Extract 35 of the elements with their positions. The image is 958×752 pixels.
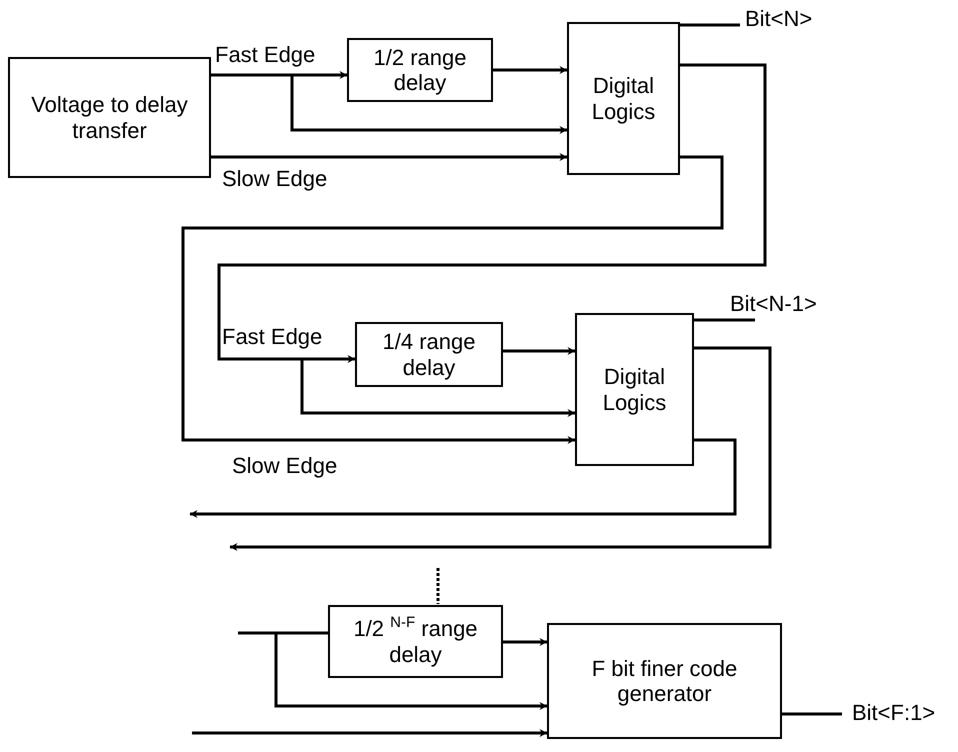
arrow [182, 156, 724, 444]
arrow [192, 728, 548, 737]
edge-label: Slow Edge [222, 168, 328, 190]
edge-label: Bit<N> [745, 8, 812, 30]
edge-label: Fast Edge [215, 44, 316, 66]
block-box [328, 605, 503, 678]
arrow [238, 632, 548, 710]
block-box [8, 57, 211, 178]
block-box [547, 623, 782, 739]
arrow [211, 74, 568, 134]
block-label: F bit finer code generator [590, 656, 738, 706]
block-label: 1/2 range delay [372, 44, 468, 96]
arrow [211, 152, 568, 161]
arrow [493, 66, 568, 74]
connector-line [694, 318, 755, 322]
block-box [575, 313, 694, 466]
block-box [567, 22, 680, 175]
edge-label: Slow Edge [232, 455, 338, 477]
connector-line [782, 712, 842, 716]
block-label: Digital Logics [602, 364, 668, 415]
connector-line [680, 24, 740, 26]
arrow [230, 346, 772, 552]
edge-label: Bit<F:1> [852, 702, 936, 724]
edge-label: Fast Edge [222, 326, 322, 348]
block-box [347, 38, 493, 102]
edge-label: Bit<N-1> [730, 293, 817, 315]
block-label: 1/2 $^{N-F}$ range delay [352, 616, 479, 667]
block-label: Voltage to delay transfer [30, 92, 189, 143]
arrow [190, 438, 736, 518]
arrow [503, 346, 576, 355]
block-label: 1/4 range delay [382, 329, 476, 380]
arrow [218, 64, 766, 417]
block-box [355, 322, 503, 387]
block-label: Digital Logics [590, 73, 656, 124]
arrow [503, 638, 548, 646]
